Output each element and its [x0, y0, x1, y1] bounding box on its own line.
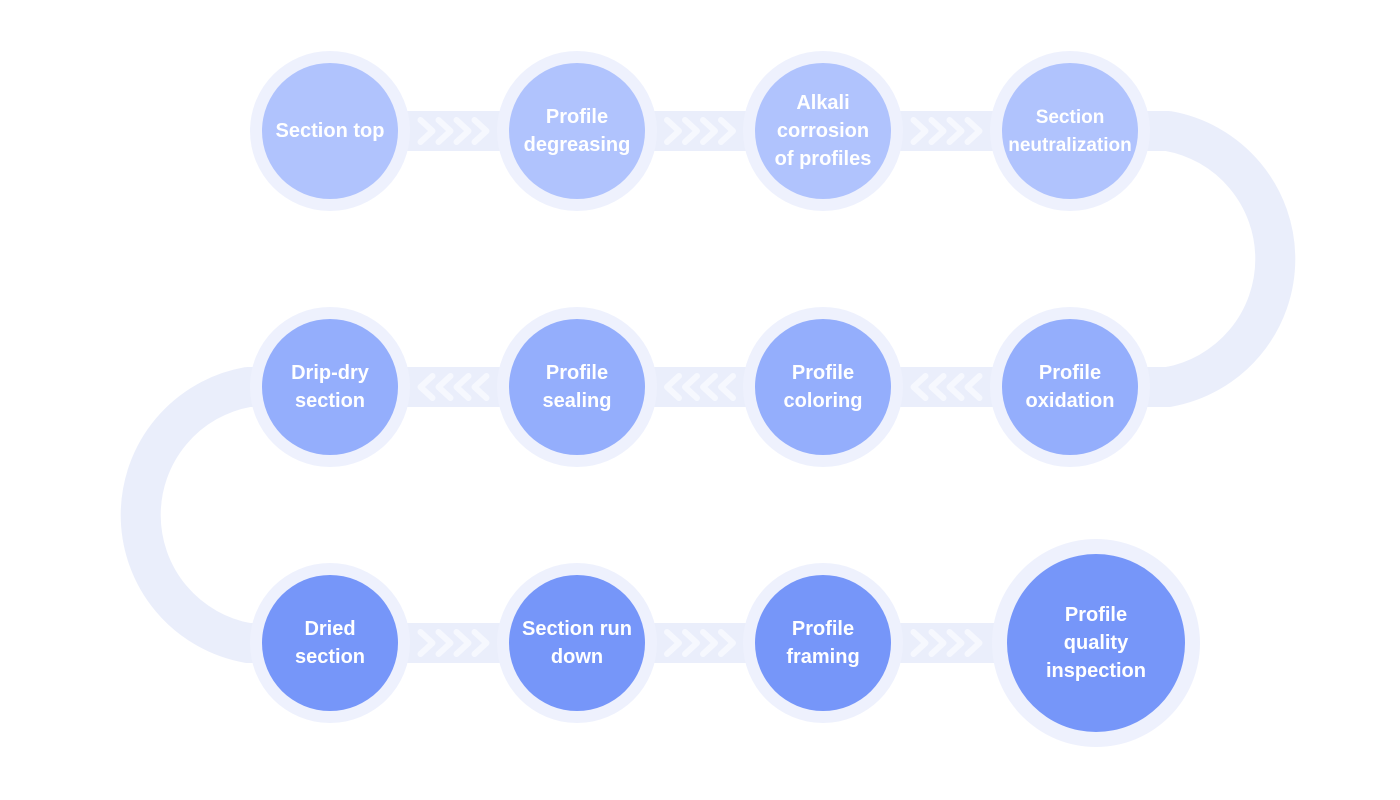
chevron-arrow-icon	[700, 629, 718, 657]
chevron-arrow-icon	[910, 117, 929, 145]
chevron-arrow-icon	[664, 373, 682, 401]
step-circle	[262, 575, 398, 711]
step-circle	[509, 63, 645, 199]
chevron-arrow-icon	[964, 117, 983, 145]
chevron-arrow-icon	[417, 117, 436, 145]
chevron-arrow-icon	[718, 373, 736, 401]
step-circle	[755, 575, 891, 711]
chevron-arrow-icon	[946, 629, 965, 657]
chevron-arrow-icon	[435, 117, 454, 145]
step-circle	[1002, 63, 1138, 199]
chevron-arrow-icon	[946, 373, 965, 401]
step-circle	[1002, 319, 1138, 455]
chevron-arrow-icon	[928, 117, 947, 145]
chevron-arrow-icon	[471, 373, 490, 401]
chevron-arrow-icon	[417, 373, 436, 401]
chevron-arrow-icon	[964, 629, 983, 657]
chevron-arrow-icon	[700, 117, 718, 145]
chevron-arrow-icon	[664, 117, 682, 145]
step-circle	[1007, 554, 1185, 732]
chevron-arrow-icon	[453, 629, 472, 657]
chevron-arrow-icon	[453, 373, 472, 401]
chevron-arrow-icon	[700, 373, 718, 401]
flow-track	[120, 111, 1296, 663]
chevron-arrow-icon	[682, 373, 700, 401]
step-label: Section top	[276, 120, 385, 142]
step-circle	[509, 319, 645, 455]
chevron-arrow-icon	[910, 373, 929, 401]
chevron-arrow-icon	[964, 373, 983, 401]
chevron-arrow-icon	[435, 629, 454, 657]
step-circle	[262, 319, 398, 455]
chevron-arrow-icon	[682, 117, 700, 145]
process-step: Section top	[250, 51, 410, 211]
chevron-arrow-icon	[928, 373, 947, 401]
chevron-arrow-icon	[453, 117, 472, 145]
step-circle	[755, 319, 891, 455]
chevron-arrow-icon	[471, 629, 490, 657]
chevron-arrow-icon	[910, 629, 929, 657]
chevron-arrow-icon	[664, 629, 682, 657]
step-circle	[509, 575, 645, 711]
chevron-arrow-icon	[718, 629, 736, 657]
chevron-arrow-icon	[718, 117, 736, 145]
chevron-arrow-icon	[946, 117, 965, 145]
step-circle	[755, 63, 891, 199]
chevron-arrow-icon	[435, 373, 454, 401]
step-circle	[262, 63, 398, 199]
chevron-arrow-icon	[417, 629, 436, 657]
chevron-arrow-icon	[471, 117, 490, 145]
chevron-arrow-icon	[682, 629, 700, 657]
chevron-arrow-icon	[928, 629, 947, 657]
flow-arrows	[417, 117, 983, 657]
